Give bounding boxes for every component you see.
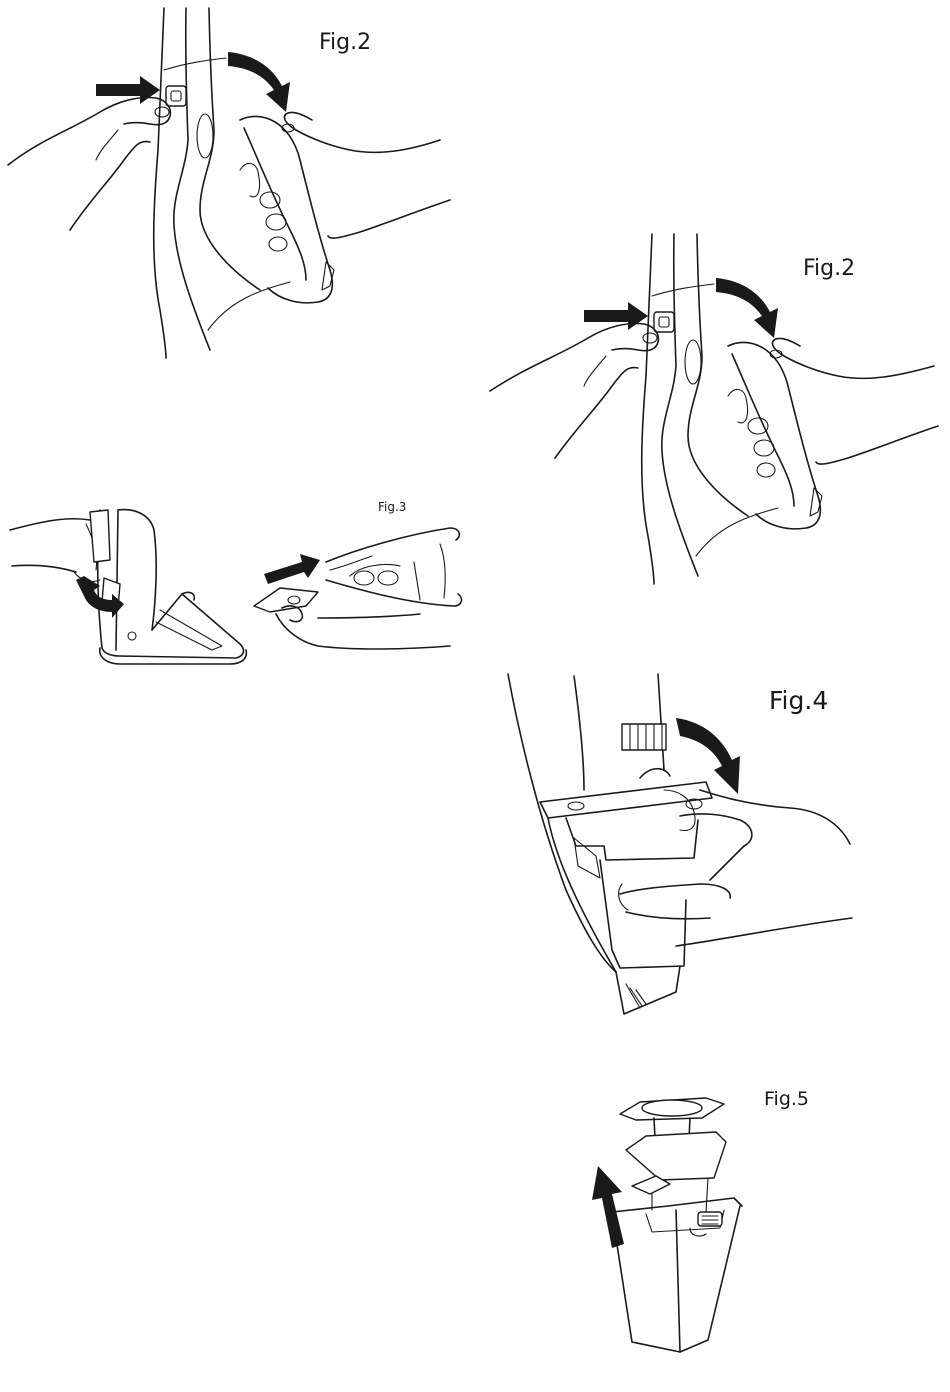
fig5-illustration — [592, 1098, 742, 1352]
fig4-label: Fig.4 — [769, 686, 828, 715]
fig2-top-label: Fig.2 — [319, 30, 371, 55]
fig2-right-illustration — [490, 234, 938, 584]
fig5-label: Fig.5 — [764, 1088, 809, 1110]
fig2-top-illustration — [8, 8, 450, 358]
fig2-right-label: Fig.2 — [803, 256, 855, 281]
fig4-illustration — [508, 674, 852, 1014]
fig3-illustration — [10, 510, 461, 664]
fig3-label: Fig.3 — [378, 500, 406, 514]
